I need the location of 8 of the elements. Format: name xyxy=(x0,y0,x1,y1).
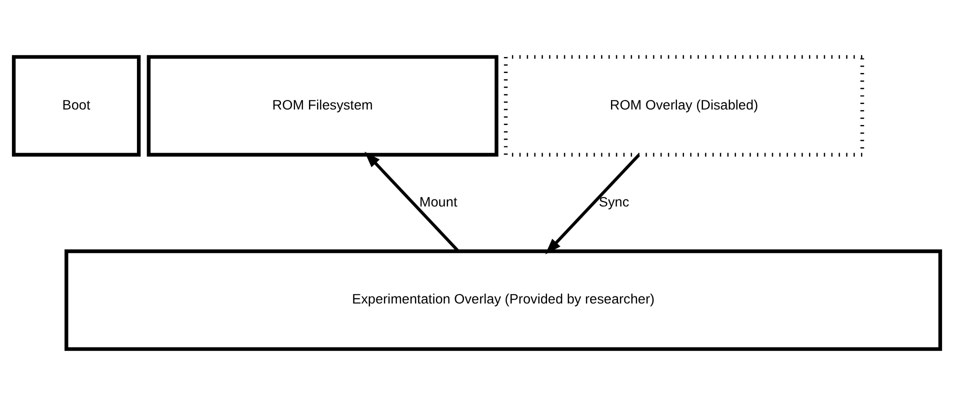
node-box: Boot xyxy=(12,55,141,157)
edge-label: Mount xyxy=(419,194,458,210)
node-box: ROM Filesystem xyxy=(146,55,498,157)
arrow xyxy=(545,154,640,254)
node-box: ROM Overlay (Disabled) xyxy=(504,55,864,157)
edge-label: Sync xyxy=(598,194,630,210)
arrow xyxy=(364,152,460,252)
node-box: Experimentation Overlay (Provided by researcher) xyxy=(64,249,942,351)
